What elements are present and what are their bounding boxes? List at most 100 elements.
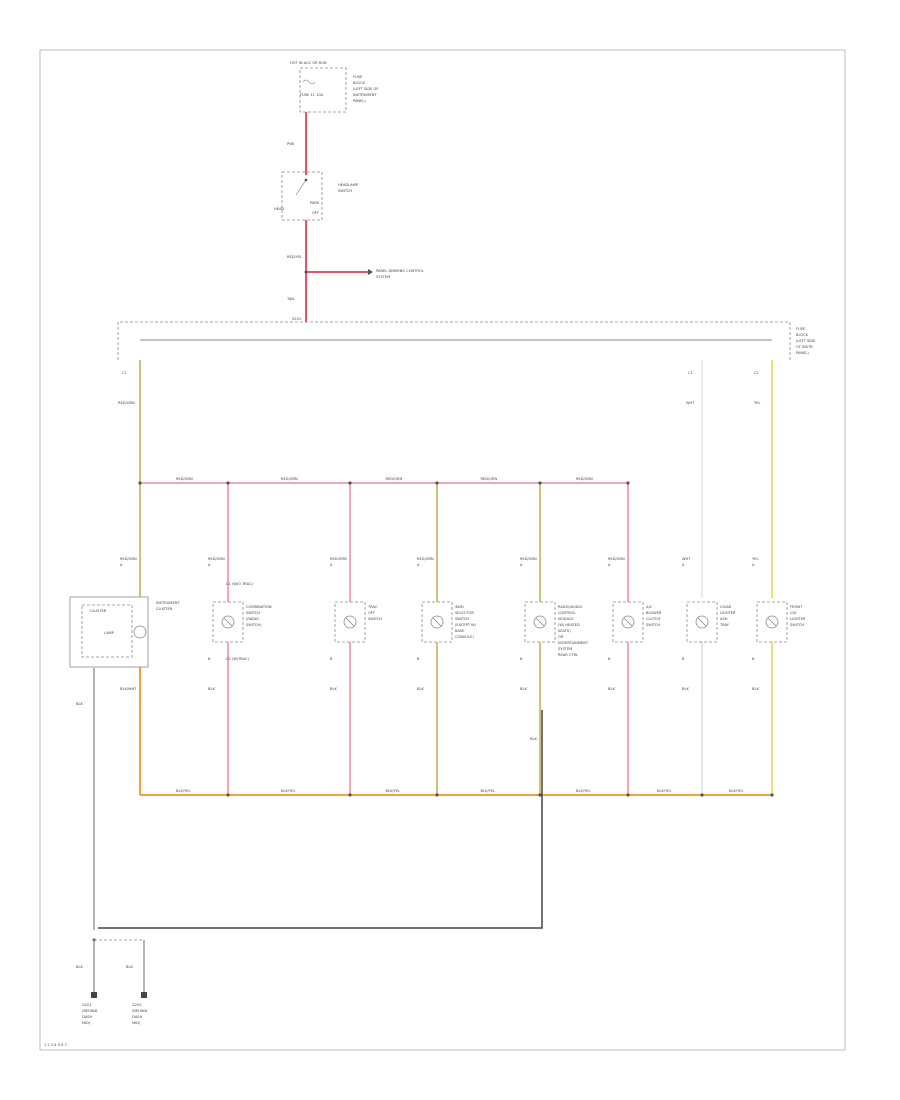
component-desc-line: COMBINATION: [246, 605, 272, 609]
drop-2-pin: C1: [688, 371, 693, 375]
headlamp-switch: HEADLAMP SWITCH PARK OFF HEAD: [274, 171, 359, 221]
lamp-icon: [133, 625, 147, 639]
bus-node-icon: [348, 481, 352, 485]
component-4: RED/GRNABLKBRADIO/AUDIOCONTROLMODULE(W/ …: [520, 481, 589, 795]
bus-node-icon: [226, 481, 230, 485]
switch-name-line-1: SWITCH: [338, 189, 352, 193]
bottom-bus-node-icon: [348, 793, 352, 797]
right-box-line-3: OF INSTR: [796, 345, 813, 349]
red-bus-label: RED/GRN: [576, 477, 593, 481]
ground-name-line: DASH: [132, 1015, 142, 1019]
ground-name-line: MID): [132, 1021, 141, 1025]
pin-in-label: A: [120, 563, 123, 567]
ground-name-line: MID): [82, 1021, 91, 1025]
splice-label: S201: [292, 317, 301, 321]
bottom-bus-node-icon: [226, 793, 230, 797]
wire-in-label: RED/GRN: [330, 557, 347, 561]
bottom-bus-node-icon: [435, 793, 439, 797]
fuse-block-outline: [299, 67, 347, 113]
component-outline: [612, 601, 644, 643]
wire-in-label: RED/GRN: [520, 557, 537, 561]
drop-3-wire: YEL: [754, 401, 760, 405]
component-desc-line: BASE: [455, 629, 465, 633]
fuse-icon: [302, 79, 316, 85]
pin-out-label: B: [208, 657, 211, 661]
fuse-note-line-3: INSTRUMENT: [353, 93, 377, 97]
fuse-note-line-4: PANEL): [353, 99, 366, 103]
switch-head-label: HEAD: [274, 207, 284, 211]
cluster-inner-outline: [81, 604, 133, 658]
component-desc-line: OR: [558, 635, 564, 639]
component-desc-line: CIGAR: [720, 605, 732, 609]
bottom-bus-label: BLK/YEL: [481, 789, 496, 793]
pin-in-label: A: [608, 563, 611, 567]
pin-out-label: B: [520, 657, 523, 661]
component-desc-line: SWITCH): [246, 623, 262, 627]
bus-node-icon: [435, 481, 439, 485]
lamp-filament-icon: [223, 617, 233, 627]
fuse-note-line-0: FUSE: [353, 75, 363, 79]
pin-out-label: B: [608, 657, 611, 661]
component-0: RED/GRNABLK/WHTBCLUSTERLAMPINSTRUMENTCLU…: [69, 481, 180, 795]
bottom-bus-label: BLK/YEL: [657, 789, 672, 793]
ground-wire-label: BLK: [76, 702, 83, 706]
ground-name-line: G202: [132, 1003, 142, 1007]
ground-drop-label: BLK: [76, 965, 83, 969]
component-desc-line: LIGHTER: [790, 617, 806, 621]
wire-in-label: RED/GRN: [208, 557, 225, 561]
ground-name-line: DASH: [82, 1015, 92, 1019]
component-desc-line: SWITCH: [790, 623, 804, 627]
pin-in-label: A: [682, 563, 685, 567]
pin-in-label: A: [752, 563, 755, 567]
ground-name-line: (BEHIND: [132, 1009, 148, 1013]
wire-in-label: RED/GRN: [417, 557, 434, 561]
component-outline: [524, 601, 556, 643]
red-bus-label: RED/GRN: [481, 477, 498, 481]
wire-3-label: TAN: [286, 297, 294, 301]
drop-2-wire: WHT: [686, 401, 695, 405]
bottom-bus-label: BLK/YEL: [576, 789, 591, 793]
bottom-bus-node-icon: [626, 793, 630, 797]
bus-node-icon: [538, 481, 542, 485]
component-desc-line: ENTERTAINMENT: [558, 641, 589, 645]
component-desc-line: RADIO/AUDIO: [558, 605, 583, 609]
right-box-line-1: BLOCK: [796, 333, 809, 337]
drop-1-wire: RED/GRN: [118, 401, 135, 405]
component-desc-line: SWITCH: [368, 617, 382, 621]
lamp-filament-icon: [345, 617, 355, 627]
ground-wire-return: [98, 710, 543, 929]
wire-out-label: BLK: [330, 687, 337, 691]
component-desc-line: A/C: [646, 605, 653, 609]
dimming-ref-label: PANEL DIMMING CONTROL: [376, 269, 424, 273]
cluster-desc-line: INSTRUMENT: [156, 601, 180, 605]
component-1: RED/GRNABLKBCOMBINATIONSWITCH(RADIOSWITC…: [208, 481, 272, 795]
component-desc-line: SELECTOR: [455, 611, 474, 615]
ground-terminal-icon: [141, 992, 147, 998]
component-desc-line: CLUTCH: [646, 617, 660, 621]
bottom-bus-label: BLK/YEL: [176, 789, 191, 793]
component-desc-line: BLOWER: [646, 611, 662, 615]
bus-dashed-box: [117, 321, 791, 360]
red-bus-label: RED/GRN: [386, 477, 403, 481]
pin-in-label: A: [330, 563, 333, 567]
arrow-right-icon: [368, 269, 373, 275]
wire-out-label: BLK: [752, 687, 759, 691]
component-desc-line: SYSTEM: [558, 647, 572, 651]
component-desc-line: CONTROL: [558, 611, 576, 615]
pin-out-label: B: [752, 657, 755, 661]
ground-wire-label-right: BLK: [530, 737, 537, 741]
pin-out-label: B: [682, 657, 685, 661]
ground-terminal-icon: [91, 992, 97, 998]
component-connector-label-0: C1 (W/O TRAC): [226, 582, 254, 586]
pin-out-label: B: [417, 657, 420, 661]
switch-off-label: OFF: [312, 211, 319, 215]
component-desc-line: SEATS): [558, 629, 571, 633]
component-desc-line: ASH: [720, 617, 728, 621]
cluster-lamp-label-0: CLUSTER: [90, 609, 107, 613]
component-outline: [686, 601, 718, 643]
